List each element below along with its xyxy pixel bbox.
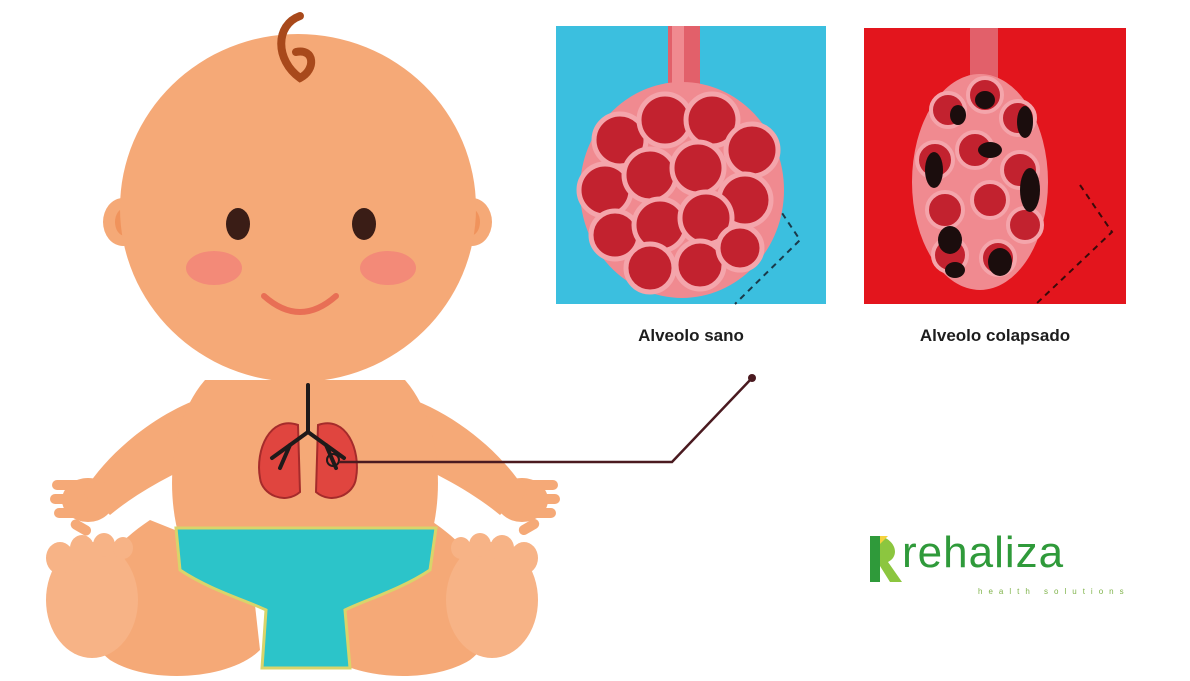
healthy-alveolus-label: Alveolo sano <box>556 326 826 346</box>
baby-left-cheek <box>186 251 242 285</box>
rehaliza-logo: rehaliza health solutions <box>866 524 1136 614</box>
baby-torso <box>172 380 438 540</box>
collapsed-alveolus-panel <box>864 28 1126 304</box>
baby-right-cheek <box>360 251 416 285</box>
collapsed-alveolus-label: Alveolo colapsado <box>864 326 1126 346</box>
baby-illustration <box>46 16 560 676</box>
collapsed-alveolus-icon <box>912 74 1048 290</box>
logo-mark-icon <box>866 530 906 590</box>
healthy-alveolus-icon <box>579 82 784 298</box>
baby-right-eye <box>352 208 376 240</box>
logo-wordmark: rehaliza <box>902 528 1064 578</box>
baby-head <box>103 16 492 382</box>
healthy-alveolus-panel <box>556 26 826 304</box>
baby-left-eye <box>226 208 250 240</box>
logo-tagline: health solutions <box>978 587 1130 596</box>
